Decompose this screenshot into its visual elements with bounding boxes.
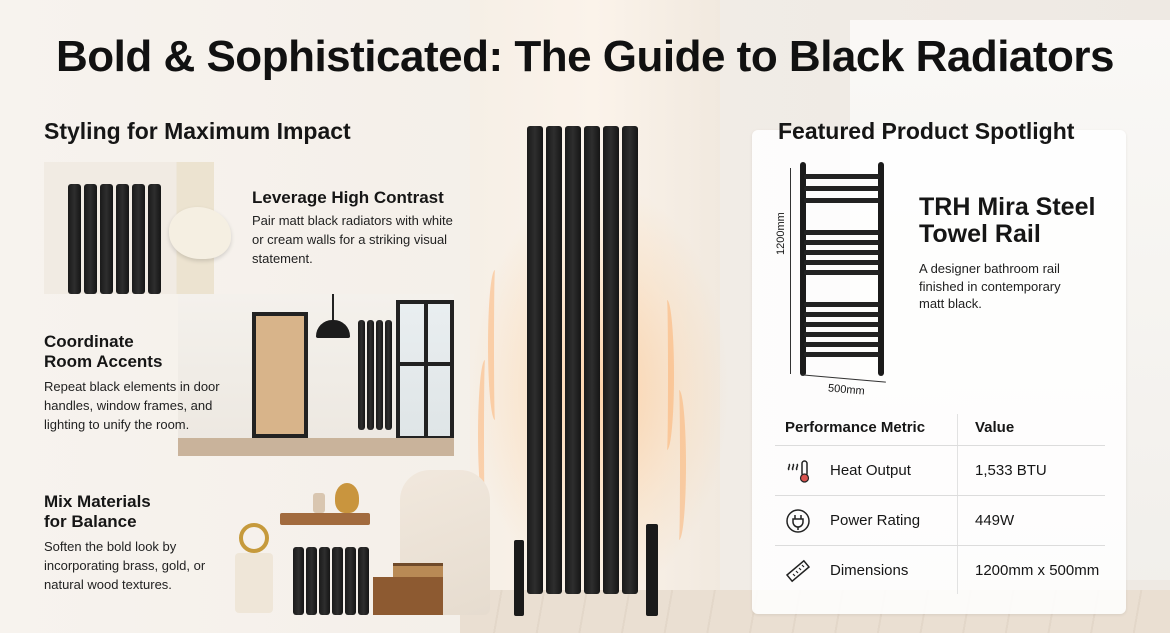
- small-radiator-illustration: [68, 184, 161, 294]
- radiator-illustration: [293, 547, 369, 615]
- metric-value: 1200mm x 500mm: [975, 562, 1100, 579]
- metric-value: 1,533 BTU: [975, 462, 1047, 479]
- table-row: Heat Output 1,533 BTU: [775, 446, 1105, 496]
- table-row: Power Rating 449W: [775, 496, 1105, 546]
- metric-label: Dimensions: [830, 562, 909, 579]
- performance-table: Performance Metric Value Heat Output 1,5…: [775, 410, 1105, 596]
- height-dimension: 1200mm: [775, 212, 787, 255]
- feature-title-accents: Coordinate Room Accents: [44, 332, 163, 372]
- ruler-icon: [785, 558, 811, 584]
- center-radiator: [527, 126, 638, 594]
- feature-text-materials: Soften the bold look by incorporating br…: [44, 539, 206, 592]
- table-row: Dimensions 1200mm x 500mm: [775, 546, 1105, 596]
- mixed-materials-illustration: [205, 455, 495, 615]
- brass-vase-illustration: [335, 483, 359, 513]
- cream-paint-swatch: [169, 207, 231, 259]
- metric-label: Heat Output: [830, 462, 911, 479]
- column-header-value: Value: [975, 419, 1015, 436]
- product-card: [752, 130, 1126, 614]
- room-accents-illustration: [178, 294, 454, 456]
- valve-pipe: [646, 524, 658, 616]
- spotlight-heading: Featured Product Spotlight: [778, 118, 1075, 144]
- brass-towel-ring-illustration: [239, 523, 269, 553]
- door-illustration: [252, 312, 308, 438]
- books-illustration: [393, 563, 443, 577]
- table-header: Performance Metric Value: [775, 410, 1105, 446]
- metric-value: 449W: [975, 512, 1015, 529]
- left-pipe: [514, 540, 524, 616]
- heat-wave-icon: [488, 270, 502, 420]
- styling-heading: Styling for Maximum Impact: [44, 118, 351, 144]
- pendant-lamp-illustration: [316, 320, 350, 338]
- towel-rail-illustration: [800, 162, 884, 376]
- feature-title-contrast: Leverage High Contrast: [252, 188, 444, 207]
- feature-text-contrast: Pair matt black radiators with white or …: [252, 213, 453, 266]
- feature-text-accents: Repeat black elements in door handles, w…: [44, 379, 220, 432]
- column-header-metric: Performance Metric: [785, 419, 926, 436]
- feature-title-materials: Mix Materials for Balance: [44, 492, 151, 532]
- heat-wave-icon: [672, 390, 686, 540]
- metric-label: Power Rating: [830, 512, 921, 529]
- contrast-illustration: [44, 162, 231, 294]
- window-frame-illustration: [396, 300, 454, 440]
- heat-wave-icon: [478, 360, 492, 510]
- power-plug-icon: [785, 508, 811, 534]
- product-description: A designer bathroom rail finished in con…: [919, 261, 1061, 312]
- heat-glow: [470, 180, 730, 600]
- radiator-illustration: [358, 320, 392, 430]
- product-name: TRH Mira Steel Towel Rail: [919, 193, 1096, 248]
- heat-icon: [785, 458, 811, 484]
- page-title: Bold & Sophisticated: The Guide to Black…: [55, 32, 1115, 81]
